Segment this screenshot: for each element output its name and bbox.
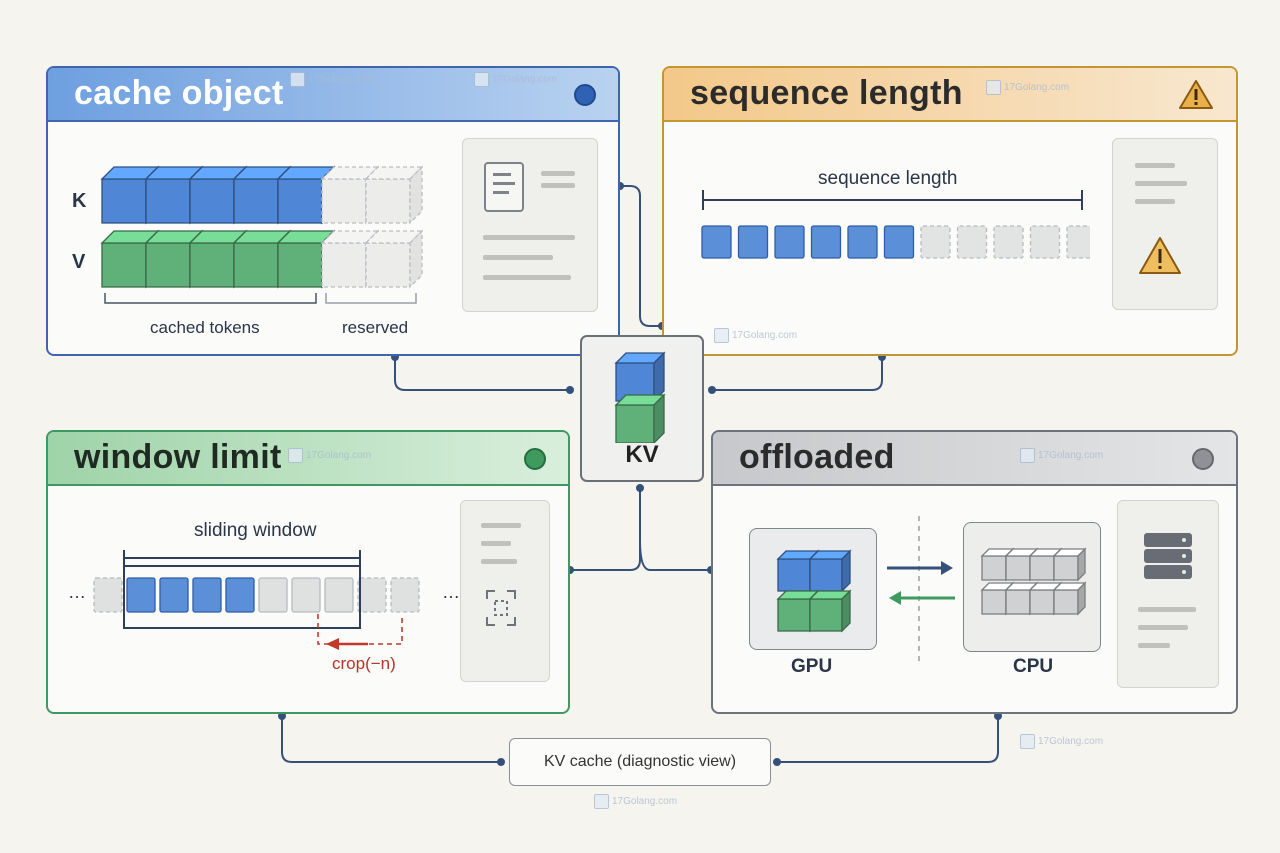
gpu-label: GPU <box>791 656 833 677</box>
wire-hub-offloaded <box>639 539 711 571</box>
window-token-inactive <box>93 577 123 613</box>
cache-object-title: cache object <box>74 74 284 112</box>
wire-window-footer <box>281 714 501 763</box>
ellipsis-left: … <box>68 582 86 602</box>
cpu-label: CPU <box>1013 656 1054 677</box>
v-reserved-cube <box>364 229 424 289</box>
window-token-inactive <box>324 577 354 613</box>
sequence-token-filled <box>883 225 915 259</box>
warning-icon <box>1139 237 1181 274</box>
wire-cache-seq <box>620 185 662 327</box>
gpu-cubes <box>776 549 852 633</box>
reserved-label: reserved <box>342 318 409 337</box>
offloaded-panel: offloaded GPU CPU <box>711 430 1238 714</box>
sequence-token-filled <box>701 225 732 259</box>
watermark: 17Golang.com <box>714 328 797 343</box>
row-v-label: V <box>72 251 86 273</box>
transfer-arrows <box>887 516 955 666</box>
sequence-length-header: sequence length <box>664 68 1236 122</box>
sequence-token-empty <box>956 225 988 259</box>
cache-object-header: cache object <box>48 68 618 122</box>
cpu-box <box>963 522 1101 652</box>
warning-icon <box>1179 80 1213 109</box>
watermark: 17Golang.com <box>986 80 1069 95</box>
server-icon <box>1144 533 1192 579</box>
offloaded-info-card <box>1117 500 1219 688</box>
crop-frame-icon <box>486 590 516 626</box>
sequence-token-empty <box>993 225 1024 259</box>
sequence-token-empty <box>1066 225 1090 259</box>
window-token-active <box>126 577 156 613</box>
window-limit-header: window limit <box>48 432 568 486</box>
status-dot-icon <box>1192 448 1214 470</box>
window-token-inactive <box>291 577 321 613</box>
gpu-k-cube <box>808 549 852 593</box>
offloaded-header: offloaded <box>713 432 1236 486</box>
watermark: 17Golang.com <box>288 448 371 463</box>
row-k-label: K <box>72 190 87 212</box>
window-token-inactive <box>357 577 387 613</box>
watermark: 17Golang.com <box>290 72 373 87</box>
cache-info-card <box>462 138 598 312</box>
wire-cache-hub <box>394 355 570 391</box>
cpu-offloaded-cube <box>1052 547 1087 582</box>
cpu-cubes <box>980 547 1087 616</box>
window-token-active <box>225 577 255 613</box>
sequence-token-empty <box>1029 225 1061 259</box>
gpu-v-cube <box>808 589 852 633</box>
wire-seq-hub <box>712 355 883 391</box>
cpu-offloaded-cube <box>1052 581 1087 616</box>
window-token-inactive <box>258 577 288 613</box>
sequence-token-filled <box>774 225 805 259</box>
wire-offloaded-footer <box>777 714 999 763</box>
sequence-ruler <box>701 190 1090 259</box>
hub-k-cube <box>614 351 666 403</box>
window-token-active <box>192 577 222 613</box>
sequence-length-title: sequence length <box>690 74 963 112</box>
offloaded-title: offloaded <box>739 438 895 476</box>
window-info-card <box>460 500 550 682</box>
sliding-window-label: sliding window <box>194 520 317 541</box>
crop-label: crop(−n) <box>332 654 396 673</box>
watermark: 17Golang.com <box>594 794 677 809</box>
sequence-token-filled <box>810 225 842 259</box>
window-token-inactive <box>390 577 420 613</box>
window-limit-panel: window limit sliding window … … crop(−n) <box>46 430 570 714</box>
cache-object-panel: cache object K V cached tokens reserved <box>46 66 620 356</box>
k-reserved-cube <box>364 165 424 225</box>
sliding-window-diagram <box>93 550 420 650</box>
diagnostic-view-box: KV cache (diagnostic view) <box>509 738 771 786</box>
watermark: 17Golang.com <box>474 72 557 87</box>
ellipsis-right: … <box>442 582 460 602</box>
kv-cube-stack-icon <box>614 351 666 443</box>
ruler-label: sequence length <box>818 168 958 189</box>
wire-hub-window <box>570 486 641 571</box>
sequence-length-panel: sequence length sequence length <box>662 66 1238 356</box>
window-token-active <box>159 577 189 613</box>
watermark: 17Golang.com <box>1020 448 1103 463</box>
kv-hub-label: KV <box>625 441 659 468</box>
sequence-token-filled <box>737 225 769 259</box>
cached-tokens-label: cached tokens <box>150 318 260 337</box>
kv-cubes <box>100 165 424 304</box>
gpu-box <box>749 528 877 650</box>
sequence-token-empty <box>920 225 951 259</box>
document-icon <box>484 162 524 212</box>
sequence-token-filled <box>847 225 878 259</box>
status-dot-icon <box>574 84 596 106</box>
status-dot-icon <box>524 448 546 470</box>
window-limit-title: window limit <box>74 438 282 476</box>
sequence-info-card <box>1112 138 1218 310</box>
kv-hub: KV <box>580 335 704 482</box>
diagnostic-view-label: KV cache (diagnostic view) <box>543 753 737 770</box>
watermark: 17Golang.com <box>1020 734 1103 749</box>
hub-v-cube <box>614 393 666 443</box>
